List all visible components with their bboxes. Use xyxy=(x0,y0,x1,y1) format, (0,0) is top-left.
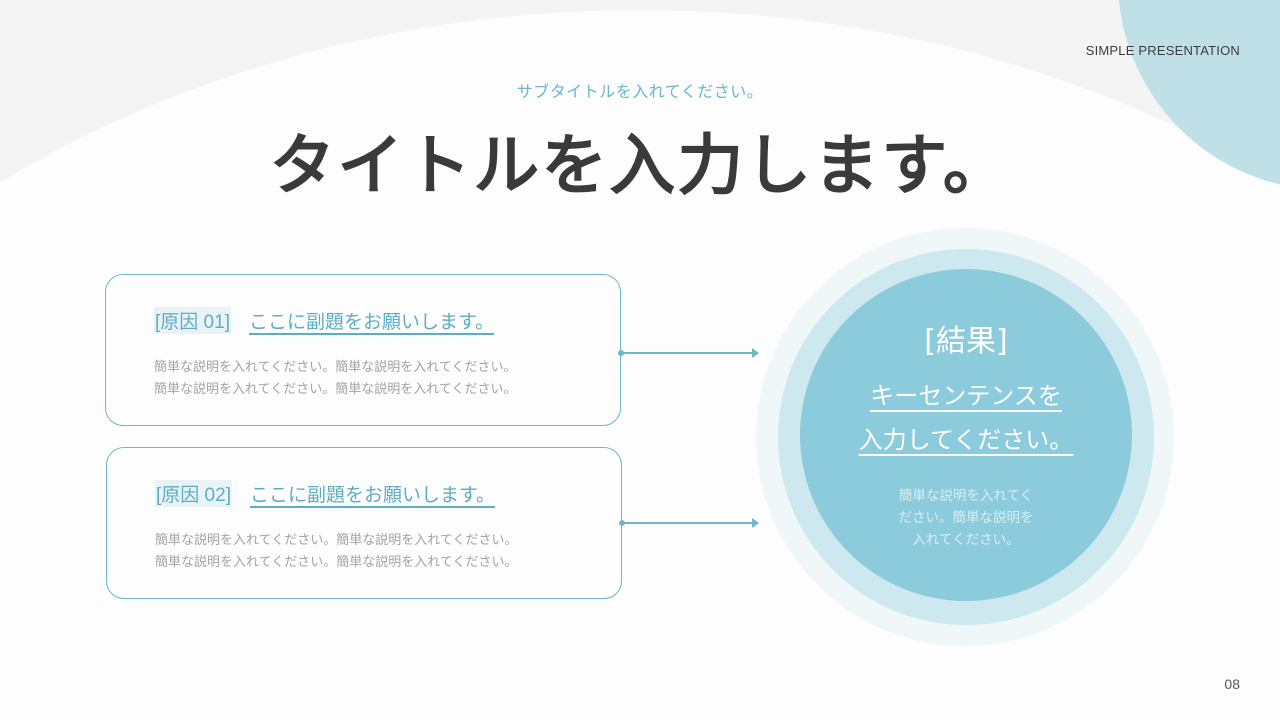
cause-description-line: 簡単な説明を入れてください。簡単な説明を入れてください。 xyxy=(155,555,518,570)
connector-dot xyxy=(618,350,624,356)
arrow-right-icon xyxy=(752,518,759,528)
cause-description-line: 簡単な説明を入れてください。簡単な説明を入れてください。 xyxy=(154,360,517,375)
cause-card-header: [原因 02] ここに副題をお願いします。 xyxy=(155,480,495,507)
cause-card-01: [原因 01] ここに副題をお願いします。 簡単な説明を入れてください。簡単な説… xyxy=(105,274,621,426)
connector-arrow-02 xyxy=(619,518,759,528)
cause-card-header: [原因 01] ここに副題をお願いします。 xyxy=(154,307,494,334)
brand-label: SIMPLE PRESENTATION xyxy=(1085,43,1240,58)
result-circle xyxy=(800,269,1132,601)
cause-description: 簡単な説明を入れてください。簡単な説明を入れてください。 簡単な説明を入れてくだ… xyxy=(155,530,517,574)
connector-arrow-01 xyxy=(618,348,759,358)
cause-subheading: ここに副題をお願いします。 xyxy=(248,311,495,333)
cause-tag: [原因 02] xyxy=(155,480,232,507)
cause-tag: [原因 01] xyxy=(154,307,231,334)
cause-subheading: ここに副題をお願いします。 xyxy=(249,484,496,506)
key-sentence-line: キーセンテンスを xyxy=(870,382,1062,410)
result-key-sentence: キーセンテンスを 入力してください。 xyxy=(800,374,1132,462)
result-description-line: ださい。簡単な説明を xyxy=(898,510,1034,526)
result-description-line: 入れてください。 xyxy=(912,532,1020,548)
result-description: 簡単な説明を入れてく ださい。簡単な説明を 入れてください。 xyxy=(800,485,1132,551)
cause-card-02: [原因 02] ここに副題をお願いします。 簡単な説明を入れてください。簡単な説… xyxy=(106,447,622,599)
key-sentence-line: 入力してください。 xyxy=(858,426,1074,454)
cause-description: 簡単な説明を入れてください。簡単な説明を入れてください。 簡単な説明を入れてくだ… xyxy=(154,357,516,401)
result-description-line: 簡単な説明を入れてく xyxy=(898,488,1034,504)
result-label: [結果] xyxy=(924,324,1008,359)
cause-description-line: 簡単な説明を入れてください。簡単な説明を入れてください。 xyxy=(154,382,517,397)
slide-title: タイトルを入力します。 xyxy=(269,127,1011,204)
connector-dot xyxy=(619,520,625,526)
slide-subtitle: サブタイトルを入れてください。 xyxy=(516,82,764,101)
page-number: 08 xyxy=(1224,676,1240,692)
cause-description-line: 簡単な説明を入れてください。簡単な説明を入れてください。 xyxy=(155,533,518,548)
arrow-right-icon xyxy=(752,348,759,358)
